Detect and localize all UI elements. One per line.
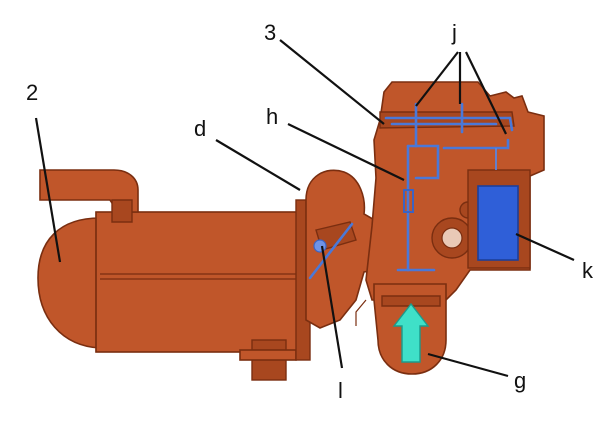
leader-j-c (465, 51, 507, 135)
inlet-bowl (355, 283, 447, 375)
leader-j-a (415, 51, 459, 107)
callout-orifice: l (338, 378, 343, 403)
cylindrical-housing (37, 169, 311, 381)
leader-3 (279, 39, 385, 125)
callout-passage: h (266, 104, 278, 129)
orifice-marker (313, 239, 327, 253)
internal-passages (384, 102, 514, 272)
leader-d (215, 139, 301, 191)
callout-solenoid: k (582, 258, 594, 283)
leader-lines (34, 39, 575, 378)
leader-2 (34, 117, 62, 263)
leader-l (320, 245, 344, 369)
leader-k (515, 232, 575, 262)
callout-chamber-inlet: d (194, 116, 206, 141)
diaphragm-chamber (305, 169, 389, 329)
callout-top-cover: 3 (264, 20, 276, 45)
passage-valve-marker (403, 189, 414, 213)
callout-flow-arrow: g (514, 368, 526, 393)
flow-arrow (392, 302, 430, 363)
leader-g (427, 352, 509, 378)
solenoid-coil (477, 185, 519, 261)
callout-housing: 2 (26, 80, 38, 105)
callout-ports: j (451, 20, 457, 45)
leader-h (287, 123, 405, 181)
